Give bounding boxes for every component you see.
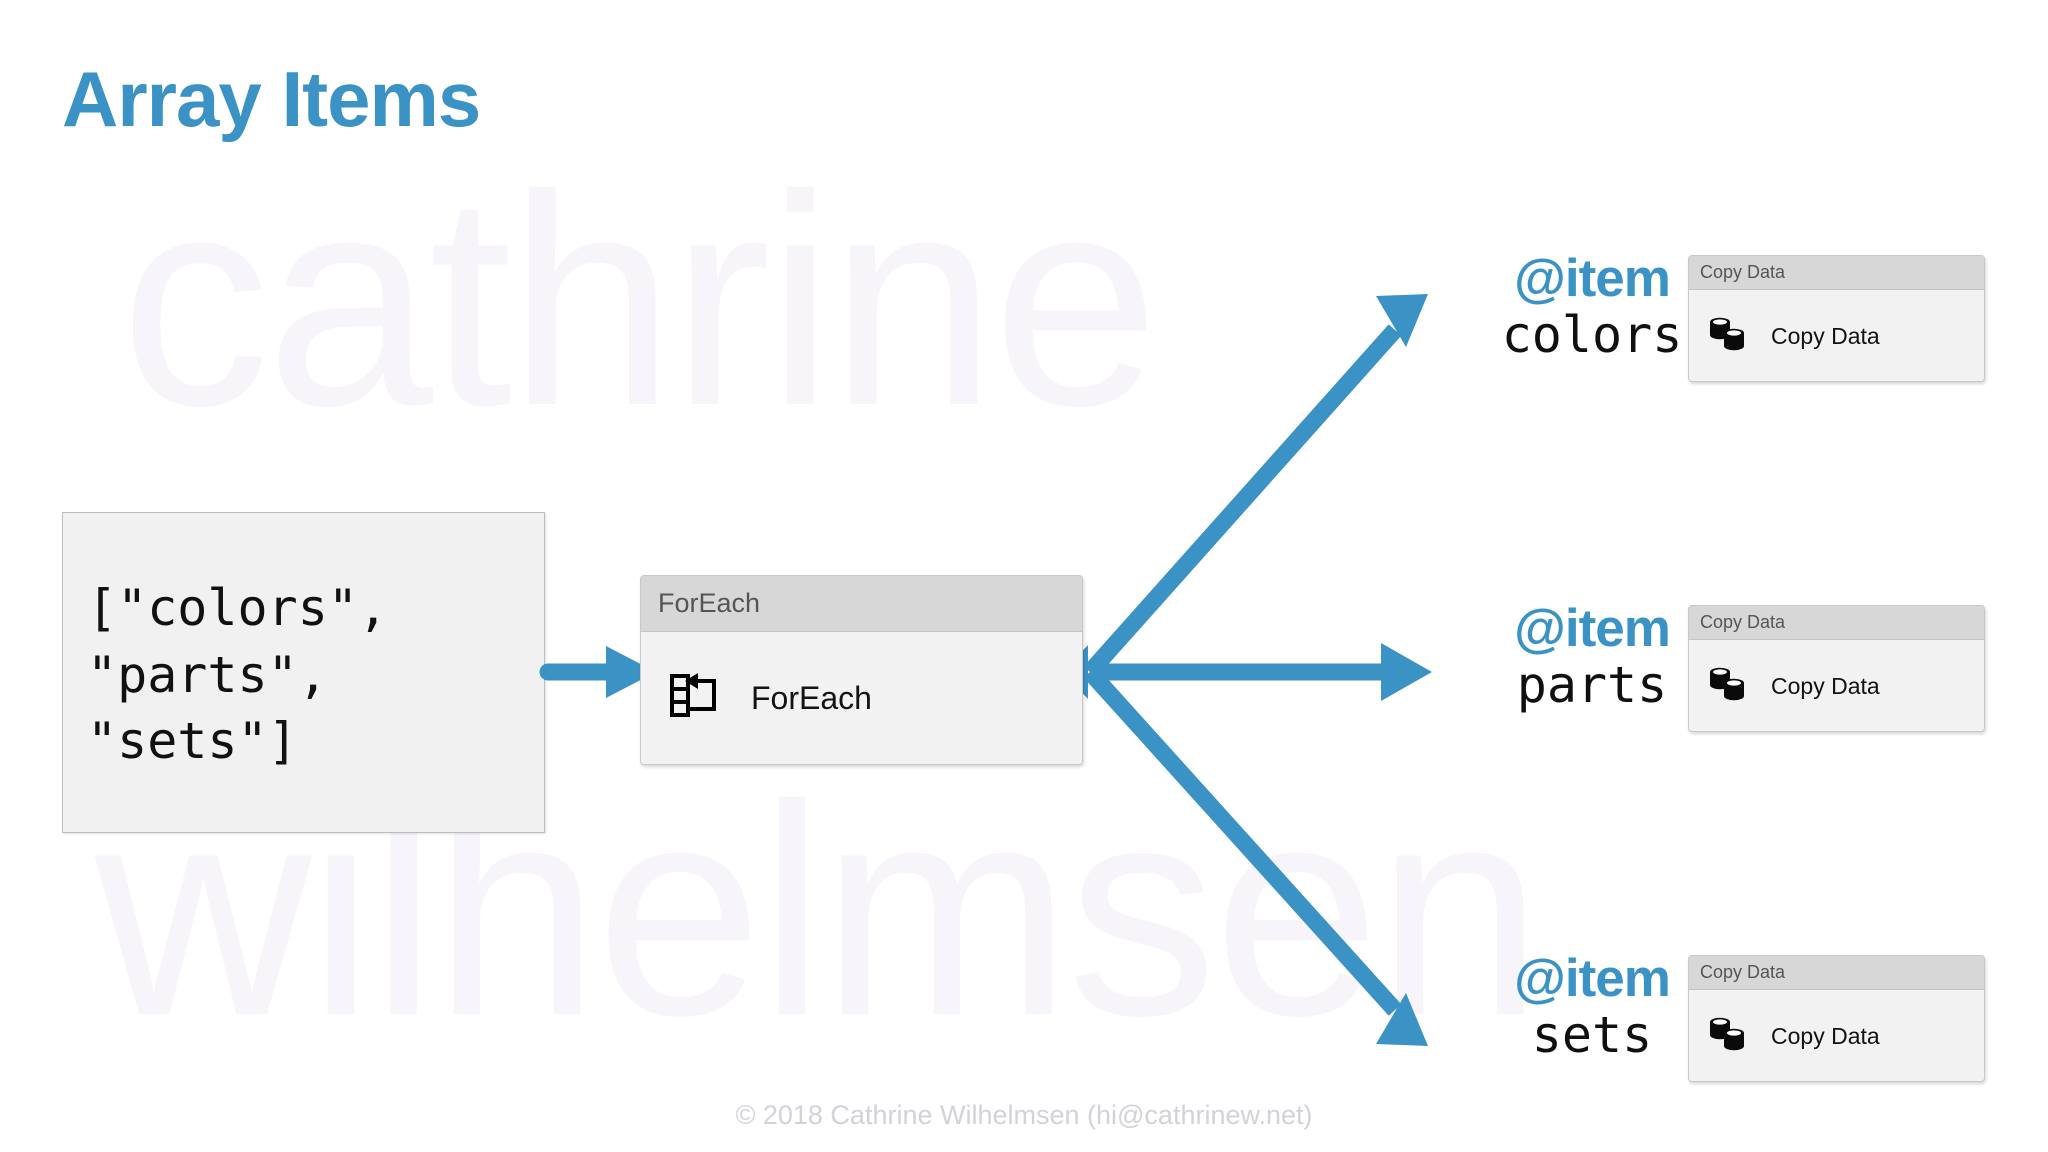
- foreach-header-label: ForEach: [658, 588, 761, 618]
- foreach-loop-icon: [669, 670, 721, 727]
- copy-data-body-label-2: Copy Data: [1771, 1022, 1880, 1049]
- item-value-2: sets: [1531, 1006, 1653, 1064]
- foreach-body-label: ForEach: [751, 680, 872, 716]
- item-token-1: @item: [1514, 599, 1671, 658]
- copy-data-header-label-0: Copy Data: [1700, 262, 1786, 282]
- connector-foreach-to-branch-2: [1083, 666, 1428, 1046]
- foreach-header: ForEach: [641, 576, 1082, 632]
- copy-data-activity-box-1[interactable]: Copy Data: [1688, 605, 1985, 732]
- copy-data-database-icon-1: [1707, 663, 1749, 710]
- copy-data-database-icon-2: [1707, 1013, 1749, 1060]
- watermark-top: cathrine: [120, 132, 1159, 468]
- copy-data-header-label-1: Copy Data: [1700, 612, 1786, 632]
- copy-data-body-2: Copy Data: [1689, 990, 1984, 1081]
- item-token-0: @item: [1514, 249, 1671, 308]
- copy-data-activity-box-2[interactable]: Copy Data: [1688, 955, 1985, 1082]
- page-title: Array Items: [62, 55, 481, 143]
- item-value-1: parts: [1516, 656, 1668, 714]
- copy-data-header-1: Copy Data: [1689, 606, 1984, 640]
- copy-data-body-label-0: Copy Data: [1771, 322, 1880, 349]
- branch-item-2: @item sets: [1462, 952, 1722, 1063]
- copy-data-header-label-2: Copy Data: [1700, 962, 1786, 982]
- foreach-activity-box[interactable]: ForEach ForEach: [640, 575, 1083, 765]
- connector-source-to-foreach: [539, 646, 656, 698]
- connector-foreach-to-branch-0: [1083, 294, 1428, 678]
- copy-data-header-0: Copy Data: [1689, 256, 1984, 290]
- array-source-text: ["colors", "parts", "sets"]: [87, 579, 389, 770]
- copy-data-body-1: Copy Data: [1689, 640, 1984, 731]
- copy-data-activity-box-0[interactable]: Copy Data: [1688, 255, 1985, 382]
- foreach-body: ForEach: [641, 632, 1082, 764]
- branch-item-1: @item parts: [1462, 602, 1722, 713]
- branch-item-0: @item colors: [1462, 252, 1722, 363]
- item-token-2: @item: [1514, 949, 1671, 1008]
- footer-copyright: © 2018 Cathrine Wilhelmsen (hi@cathrinew…: [735, 1100, 1313, 1130]
- item-value-0: colors: [1501, 306, 1683, 364]
- copy-data-header-2: Copy Data: [1689, 956, 1984, 990]
- connector-foreach-to-branch-1: [1090, 643, 1432, 701]
- copy-data-body-label-1: Copy Data: [1771, 672, 1880, 699]
- copy-data-database-icon-0: [1707, 313, 1749, 360]
- copy-data-body-0: Copy Data: [1689, 290, 1984, 381]
